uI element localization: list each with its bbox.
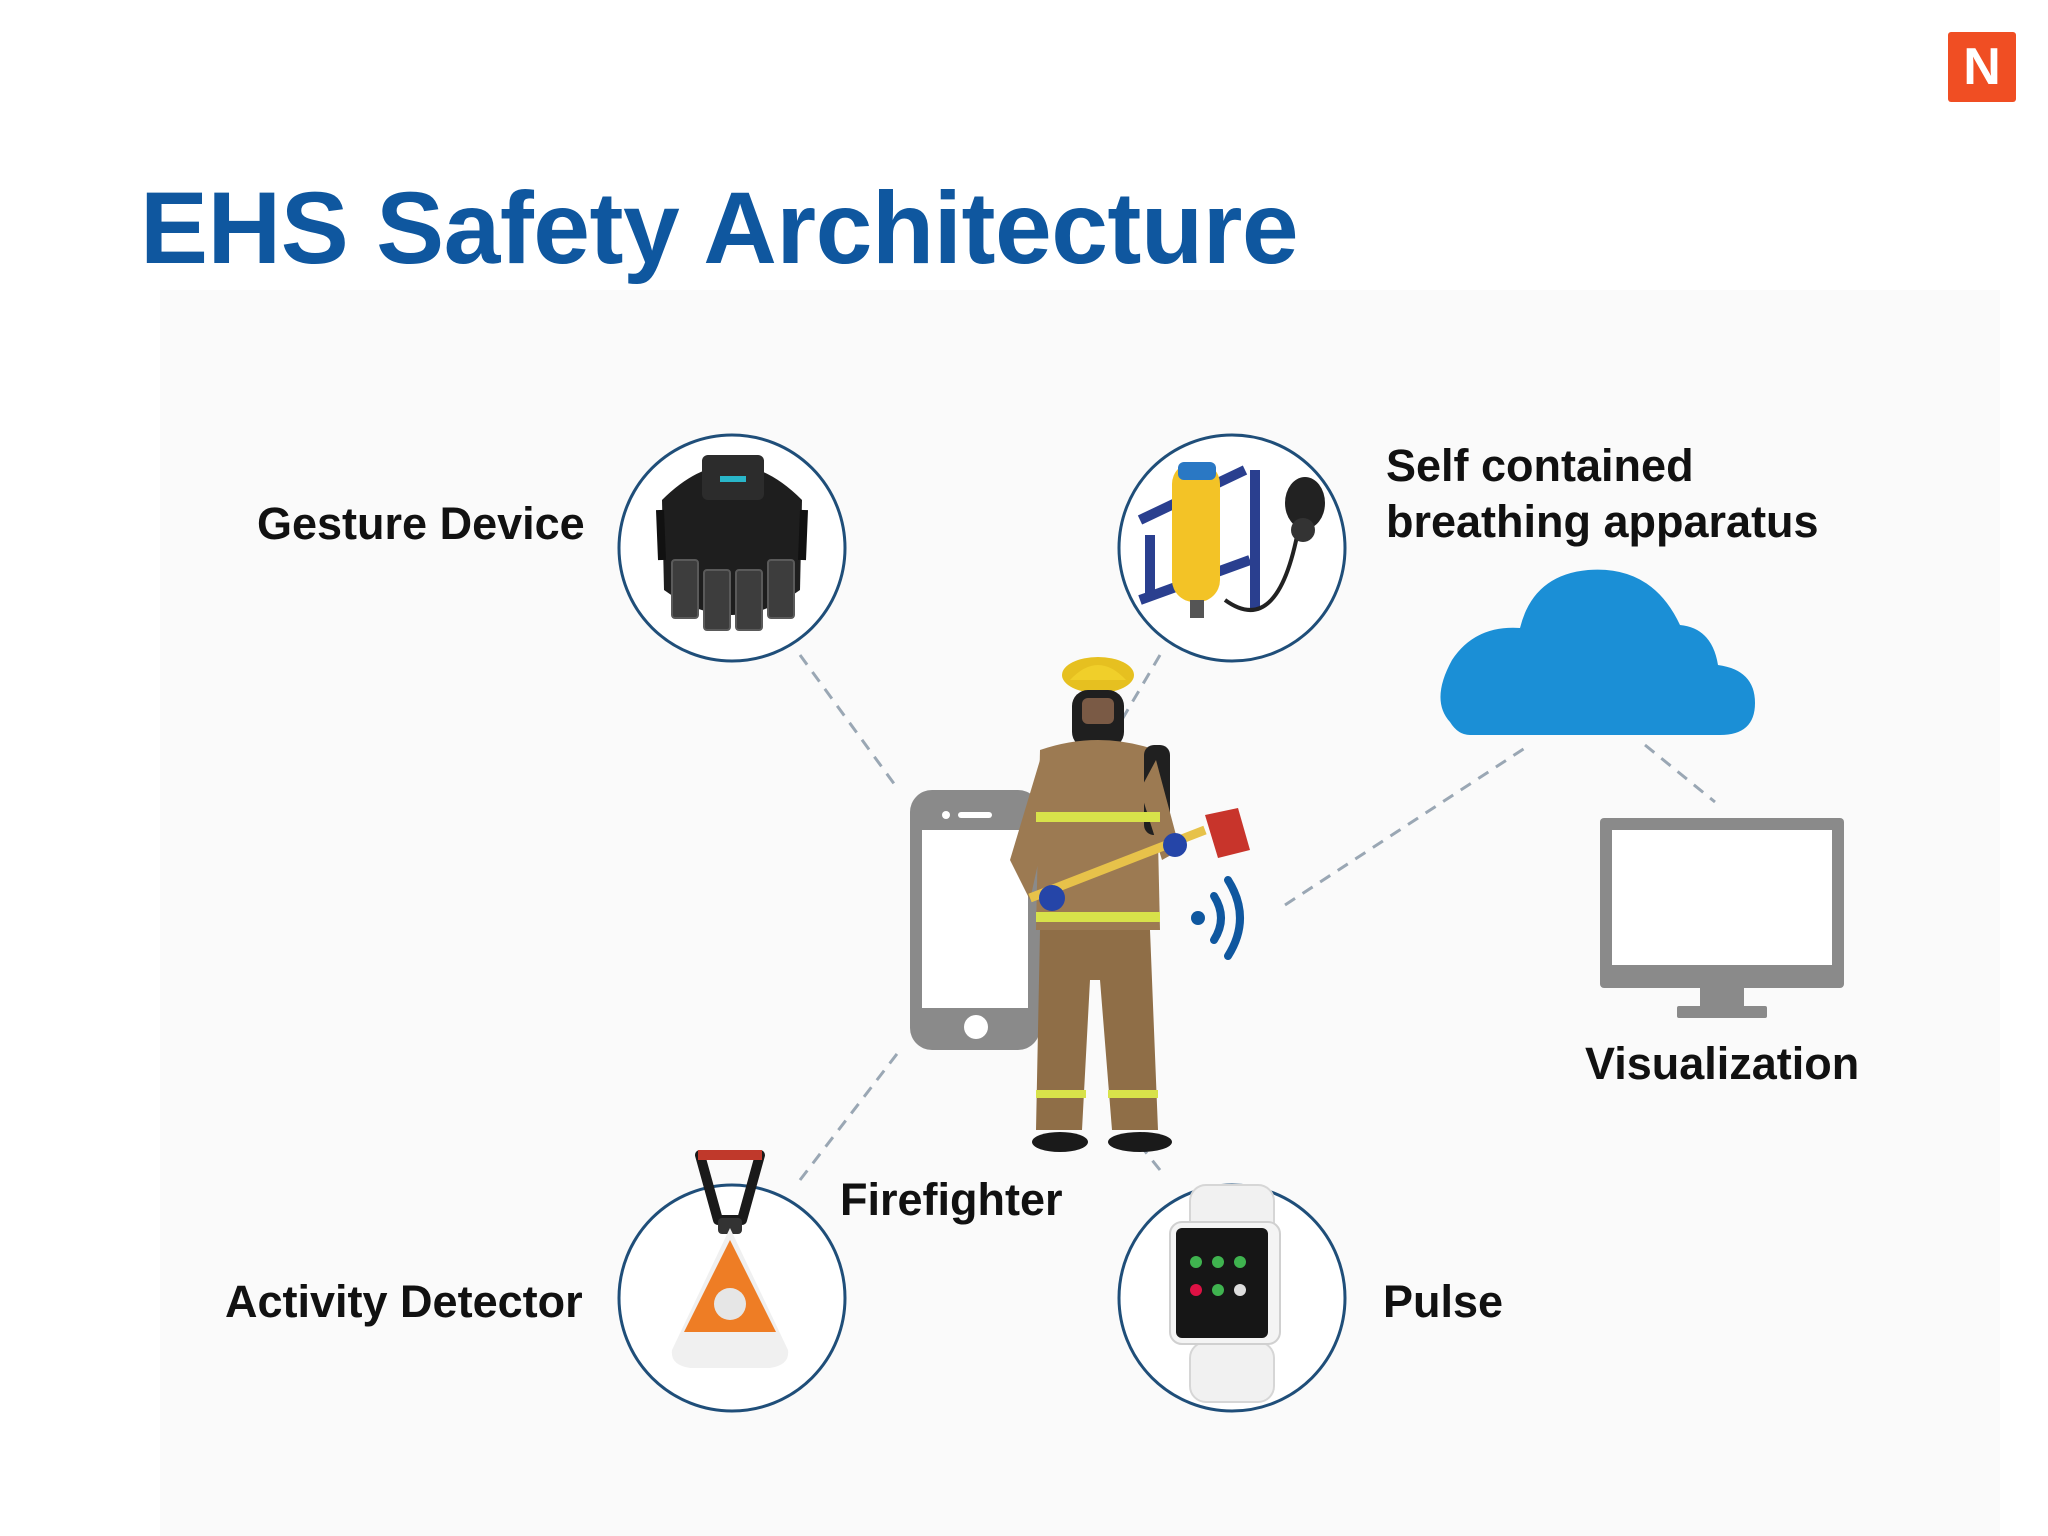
activity-detector-node: [617, 1150, 847, 1413]
connector-lines: [798, 654, 1716, 1181]
activity-detector-label: Activity Detector: [225, 1276, 583, 1327]
connector-cloud: [1284, 746, 1526, 907]
pendant-alarm-icon: [671, 1150, 789, 1368]
gesture-device-label: Gesture Device: [257, 498, 585, 549]
connector-visualization: [1644, 743, 1716, 804]
air-tank-icon: [1137, 462, 1325, 618]
smartphone-icon: [910, 790, 1040, 1050]
brand-logo-letter: N: [1963, 38, 2001, 96]
connector-gesture: [798, 654, 897, 786]
firefighter-label: Firefighter: [840, 1174, 1063, 1225]
gesture-device-node: [617, 433, 847, 663]
breathing-apparatus-label-line2: breathing apparatus: [1386, 496, 1819, 547]
armband-icon: [656, 455, 808, 631]
pulse-node: [1117, 1183, 1347, 1413]
breathing-apparatus-label-line1: Self contained: [1386, 440, 1694, 491]
brand-logo: N: [1948, 32, 2016, 102]
connector-breathing: [1108, 654, 1162, 741]
smartwatch-icon: [1169, 1184, 1281, 1403]
breathing-apparatus-node: [1117, 433, 1347, 663]
pulse-label: Pulse: [1383, 1276, 1504, 1327]
monitor-icon: [1600, 818, 1844, 1018]
cloud-icon: [1440, 569, 1755, 735]
visualization-label: Visualization: [1585, 1038, 1860, 1089]
firefighter-icon: [1010, 657, 1250, 1152]
page-title: EHS Safety Architecture: [140, 171, 1299, 285]
connector-activity: [798, 1049, 902, 1181]
wireless-signal-icon: [1191, 876, 1244, 960]
